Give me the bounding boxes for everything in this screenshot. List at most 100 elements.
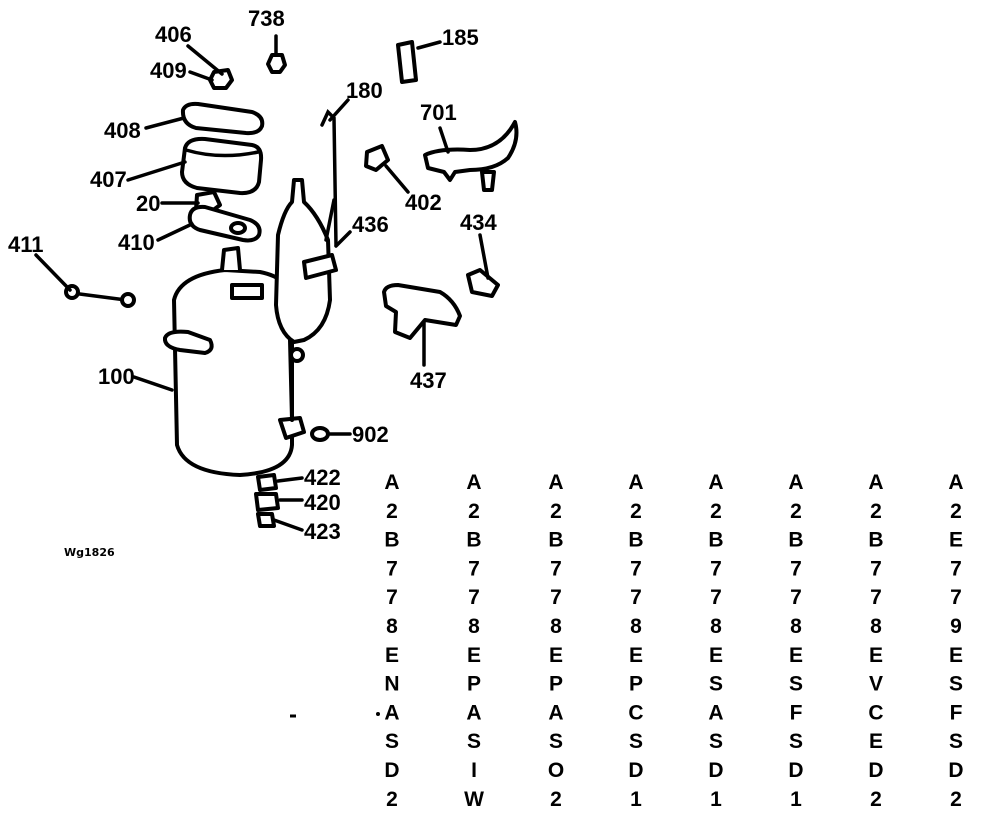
- model-number-char: I: [471, 759, 477, 782]
- model-number-char: E: [549, 644, 563, 667]
- callout-407: 407: [90, 167, 127, 192]
- model-number-char: B: [708, 529, 723, 552]
- model-number-char: F: [790, 701, 803, 724]
- model-number-char: A: [466, 471, 481, 494]
- model-number-char: C: [628, 701, 643, 724]
- model-number-char: 1: [790, 788, 802, 811]
- model-number-char: B: [548, 529, 563, 552]
- model-number-char: D: [788, 759, 803, 782]
- model-number-char: 7: [870, 557, 882, 580]
- model-number-char: A: [384, 471, 399, 494]
- model-number-char: 2: [710, 500, 722, 523]
- model-number-char: 2: [550, 788, 562, 811]
- model-number-char: E: [385, 644, 399, 667]
- model-number-char: A: [628, 471, 643, 494]
- callout-701: 701: [420, 100, 457, 125]
- model-number-char: 7: [790, 557, 802, 580]
- part-185-clip: [396, 40, 418, 84]
- part-408-pad: [180, 101, 265, 136]
- model-number-char: 2: [870, 788, 882, 811]
- callout-423: 423: [304, 519, 341, 544]
- model-number-char: A: [788, 471, 803, 494]
- model-number-char: 2: [630, 500, 642, 523]
- model-number-char: 2: [468, 500, 480, 523]
- callout-409: 409: [150, 58, 187, 83]
- part-701-hook: [423, 120, 519, 192]
- model-number-char: A: [708, 701, 723, 724]
- model-number-char: S: [789, 673, 803, 696]
- model-number-char: B: [384, 529, 399, 552]
- model-number-char: S: [709, 730, 723, 753]
- figure-reference: Wg1826: [64, 546, 115, 559]
- model-number-char: 7: [950, 586, 962, 609]
- model-number-char: 7: [710, 586, 722, 609]
- part-402-bracket: [364, 144, 390, 172]
- model-number-char: S: [789, 730, 803, 753]
- model-number-char: A: [548, 471, 563, 494]
- callout-185: 185: [442, 25, 479, 50]
- model-number-char: D: [948, 759, 963, 782]
- model-number-char: 8: [550, 615, 562, 638]
- callout-738: 738: [248, 6, 285, 31]
- part-411-rod: [64, 284, 136, 308]
- model-number-char: S: [549, 730, 563, 753]
- model-number-char: 2: [950, 500, 962, 523]
- callout-410: 410: [118, 230, 155, 255]
- model-number-char: 8: [630, 615, 642, 638]
- callout-902: 902: [352, 422, 389, 447]
- callout-20: 20: [136, 191, 160, 216]
- model-number-char: 7: [386, 586, 398, 609]
- leader-lines: [34, 40, 490, 532]
- model-number-char: E: [869, 644, 883, 667]
- model-number-char: 7: [950, 557, 962, 580]
- model-number-char: S: [467, 730, 481, 753]
- model-number-char: 1: [710, 788, 722, 811]
- model-number-char: F: [950, 701, 963, 724]
- model-number-char: 7: [468, 557, 480, 580]
- part-407-block: [180, 136, 264, 196]
- model-number-char: 8: [710, 615, 722, 638]
- model-number-char: 2: [386, 500, 398, 523]
- model-number-columns: A2B778ENASD2A2B778EPASIWA2B778EPASO2A2B7…: [384, 471, 963, 811]
- model-number-char: A: [868, 471, 883, 494]
- model-number-char: P: [467, 673, 481, 696]
- model-number-char: A: [384, 701, 399, 724]
- model-number-char: S: [709, 673, 723, 696]
- model-number-char: 8: [790, 615, 802, 638]
- model-number-char: D: [708, 759, 723, 782]
- part-434-clamp: [466, 268, 500, 298]
- callout-434: 434: [460, 210, 497, 235]
- model-number-char: E: [629, 644, 643, 667]
- model-number-char: N: [384, 673, 399, 696]
- model-number-char: A: [948, 471, 963, 494]
- model-number-char: B: [466, 529, 481, 552]
- model-number-char: E: [709, 644, 723, 667]
- model-number-char: S: [949, 673, 963, 696]
- model-number-char: 7: [630, 586, 642, 609]
- model-number-char: 7: [550, 586, 562, 609]
- model-number-char: 2: [950, 788, 962, 811]
- model-number-char: A: [548, 701, 563, 724]
- callout-labels: 406 738 409 185 180 408 701 407 402 20 4…: [8, 6, 497, 544]
- model-number-char: P: [629, 673, 643, 696]
- model-number-char: E: [949, 529, 963, 552]
- part-410-plate: [187, 204, 262, 243]
- stray-dot: [376, 712, 380, 716]
- model-number-char: 2: [386, 788, 398, 811]
- model-number-char: S: [629, 730, 643, 753]
- part-738-nut: [266, 34, 287, 74]
- callout-437: 437: [410, 368, 447, 393]
- callout-411: 411: [8, 232, 44, 257]
- model-number-char: D: [628, 759, 643, 782]
- model-number-char: 9: [950, 615, 962, 638]
- model-number-char: B: [628, 529, 643, 552]
- callout-408: 408: [104, 118, 141, 143]
- model-number-char: 2: [550, 500, 562, 523]
- part-180-tube: [320, 108, 338, 247]
